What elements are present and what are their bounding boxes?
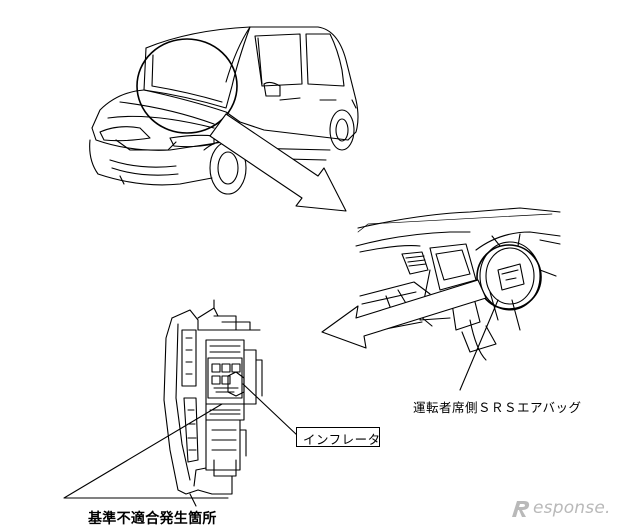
inflator-label: インフレータ [303,432,381,447]
inflator-label-box [296,427,380,447]
response-r-logo-icon [512,501,530,517]
defect-location-label: 基準不適合発生箇所 [88,511,217,527]
windshield-highlight-circle [136,38,238,134]
srs-airbag-label: 運転者席側ＳＲＳエアバッグ [413,400,582,415]
response-watermark: esponse. [509,496,611,520]
zoom-arrow-1 [209,113,347,212]
inflator-illustration [163,299,263,507]
watermark-text: esponse. [533,498,611,518]
defect-leader-line [63,403,229,499]
inflator-leader-line [242,383,299,437]
car-illustration [89,26,359,195]
zoom-arrow-2 [321,279,487,349]
steering-highlight-circle [476,244,542,310]
dashboard-illustration [355,207,561,361]
srs-leader-line [459,299,499,391]
